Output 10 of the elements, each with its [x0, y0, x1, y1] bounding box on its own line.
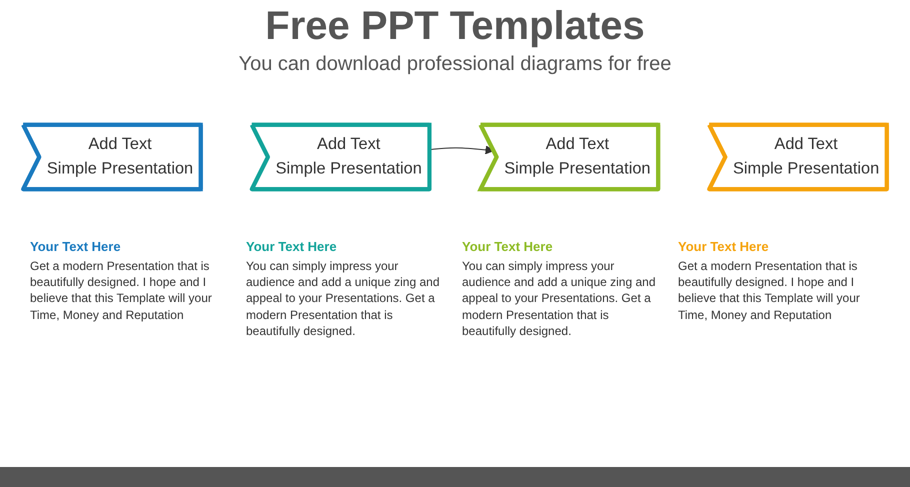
text-heading: Your Text Here: [462, 239, 553, 254]
title: Free PPT Templates: [264, 4, 646, 49]
text-paragraph: Get a modern Presentation that is beautifully designed. I hope and I believe that this Template will your Time, Money and Reputation: [678, 258, 861, 323]
text-heading: Your Text Here: [678, 239, 769, 254]
text-paragraph: You can simply impress your audience and add a unique zing and appeal to your Presentations. Get a modern Presentation that is beautifully designed.: [462, 258, 656, 339]
text-heading: Your Text Here: [30, 239, 121, 254]
text-paragraph: You can simply impress your audience and add a unique zing and appeal to your Presentations. Get a modern Presentation that is beautifully designed.: [246, 258, 440, 339]
text-heading: Your Text Here: [246, 239, 337, 254]
text-paragraph: Get a modern Presentation that is beautifully designed. I hope and I believe that this Template will your Time, Money and Reputation: [30, 258, 213, 323]
subtitle: You can download professional diagrams for free: [238, 53, 672, 76]
